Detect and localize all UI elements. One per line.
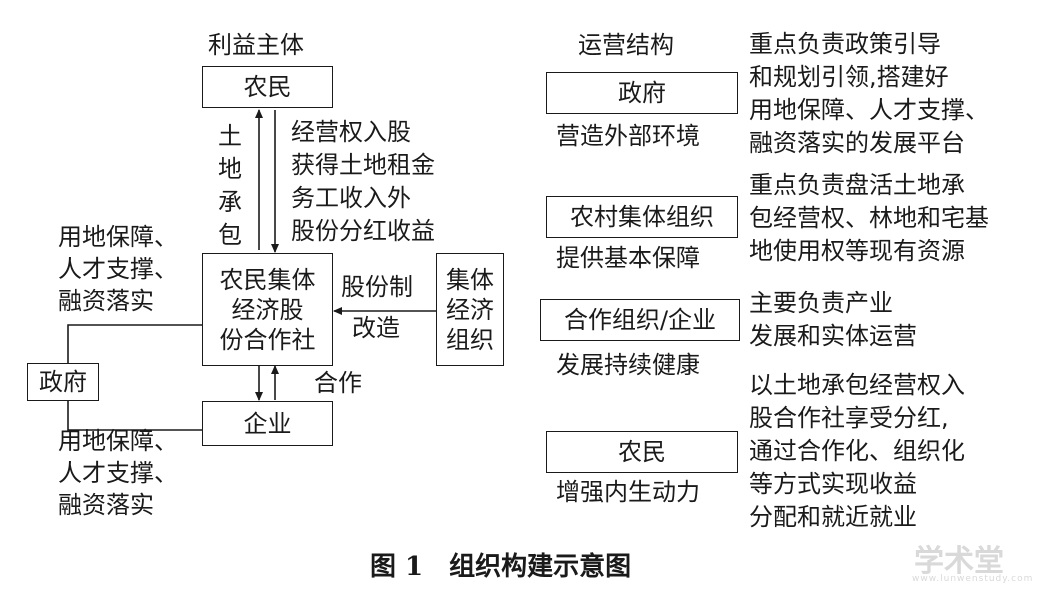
land-contract-label: 土地承包 (218, 122, 242, 249)
cooperative-line-2: 经济股 (231, 295, 304, 324)
gov-support-bottom-3: 融资落实 (58, 491, 154, 519)
collective-org-line-3: 组织 (446, 325, 494, 354)
mid-box-government-label: 政府 (618, 79, 666, 107)
mid-box-coop-enterprise-label: 合作组织/企业 (563, 306, 717, 334)
gov-support-top-3: 融资落实 (58, 287, 154, 315)
reform-label-1: 股份制 (341, 273, 413, 301)
desc-collective-2: 包经营权、林地和宅基 (749, 204, 989, 232)
cooperative-line-3: 份合作社 (219, 325, 316, 354)
cooperative-box: 农民集体 经济股 份合作社 (202, 253, 333, 366)
desc-farmer-4: 等方式实现收益 (749, 470, 917, 498)
benefit-4: 股份分红收益 (291, 217, 435, 245)
desc-government-1: 重点负责政策引导 (749, 30, 941, 58)
gov-support-bottom-2: 人才支撑、 (58, 459, 178, 487)
desc-collective-3: 地使用权等现有资源 (749, 237, 965, 265)
enterprise-label: 企业 (243, 409, 292, 438)
farmer-box: 农民 (202, 66, 333, 108)
desc-enterprise-2: 发展和实体运营 (749, 322, 917, 350)
benefit-3: 务工收入外 (291, 184, 411, 212)
mid-box-farmer-label: 农民 (618, 438, 666, 466)
stakeholder-heading: 利益主体 (208, 31, 304, 59)
mid-caption-coop-enterprise: 发展持续健康 (556, 351, 700, 379)
desc-farmer-1: 以土地承包经营权入 (749, 371, 965, 399)
benefit-2: 获得土地租金 (291, 151, 435, 179)
collective-org-line-1: 集体 (446, 265, 494, 294)
desc-farmer-5: 分配和就近就业 (749, 503, 917, 531)
mid-caption-government: 营造外部环境 (556, 122, 700, 150)
desc-farmer-2: 股合作社享受分红, (749, 404, 949, 432)
government-label: 政府 (39, 368, 87, 396)
desc-farmer-3: 通过合作化、组织化 (749, 437, 965, 465)
gov-support-top-1: 用地保障、 (58, 223, 178, 251)
reform-label-2: 改造 (352, 314, 400, 342)
desc-collective-1: 重点负责盘活土地承 (749, 171, 965, 199)
mid-box-government: 政府 (546, 72, 738, 114)
watermark-logo: 学术堂 (914, 544, 1004, 579)
government-box: 政府 (27, 363, 99, 401)
collective-org-line-2: 经济 (446, 295, 494, 324)
enterprise-box: 企业 (202, 401, 333, 446)
mid-box-village-collective: 农村集体组织 (546, 196, 738, 238)
mid-box-coop-enterprise: 合作组织/企业 (540, 299, 740, 341)
desc-government-2: 和规划引领,搭建好 (749, 63, 949, 91)
desc-government-4: 融资落实的发展平台 (749, 129, 965, 157)
gov-support-top-2: 人才支撑、 (58, 255, 178, 283)
gov-to-coop-line (67, 324, 203, 363)
gov-to-enterprise-line (67, 399, 203, 431)
watermark-url: www.lunwenstudy.com (912, 574, 1034, 584)
cooperation-label: 合作 (314, 369, 362, 397)
mid-box-village-collective-label: 农村集体组织 (570, 203, 714, 231)
mid-caption-farmer: 增强内生动力 (556, 478, 700, 506)
cooperative-line-1: 农民集体 (219, 265, 316, 294)
structure-heading: 运营结构 (578, 31, 674, 59)
mid-caption-village-collective: 提供基本保障 (556, 244, 700, 272)
mid-box-farmer: 农民 (546, 431, 738, 473)
farmer-label: 农民 (243, 73, 292, 101)
collective-org-box: 集体 经济 组织 (436, 253, 504, 366)
benefit-1: 经营权入股 (291, 118, 411, 146)
gov-support-bottom-1: 用地保障、 (58, 427, 178, 455)
desc-government-3: 用地保障、人才支撑、 (749, 96, 989, 124)
figure-caption: 图 1 组织构建示意图 (370, 552, 632, 582)
desc-enterprise-1: 主要负责产业 (749, 289, 893, 317)
